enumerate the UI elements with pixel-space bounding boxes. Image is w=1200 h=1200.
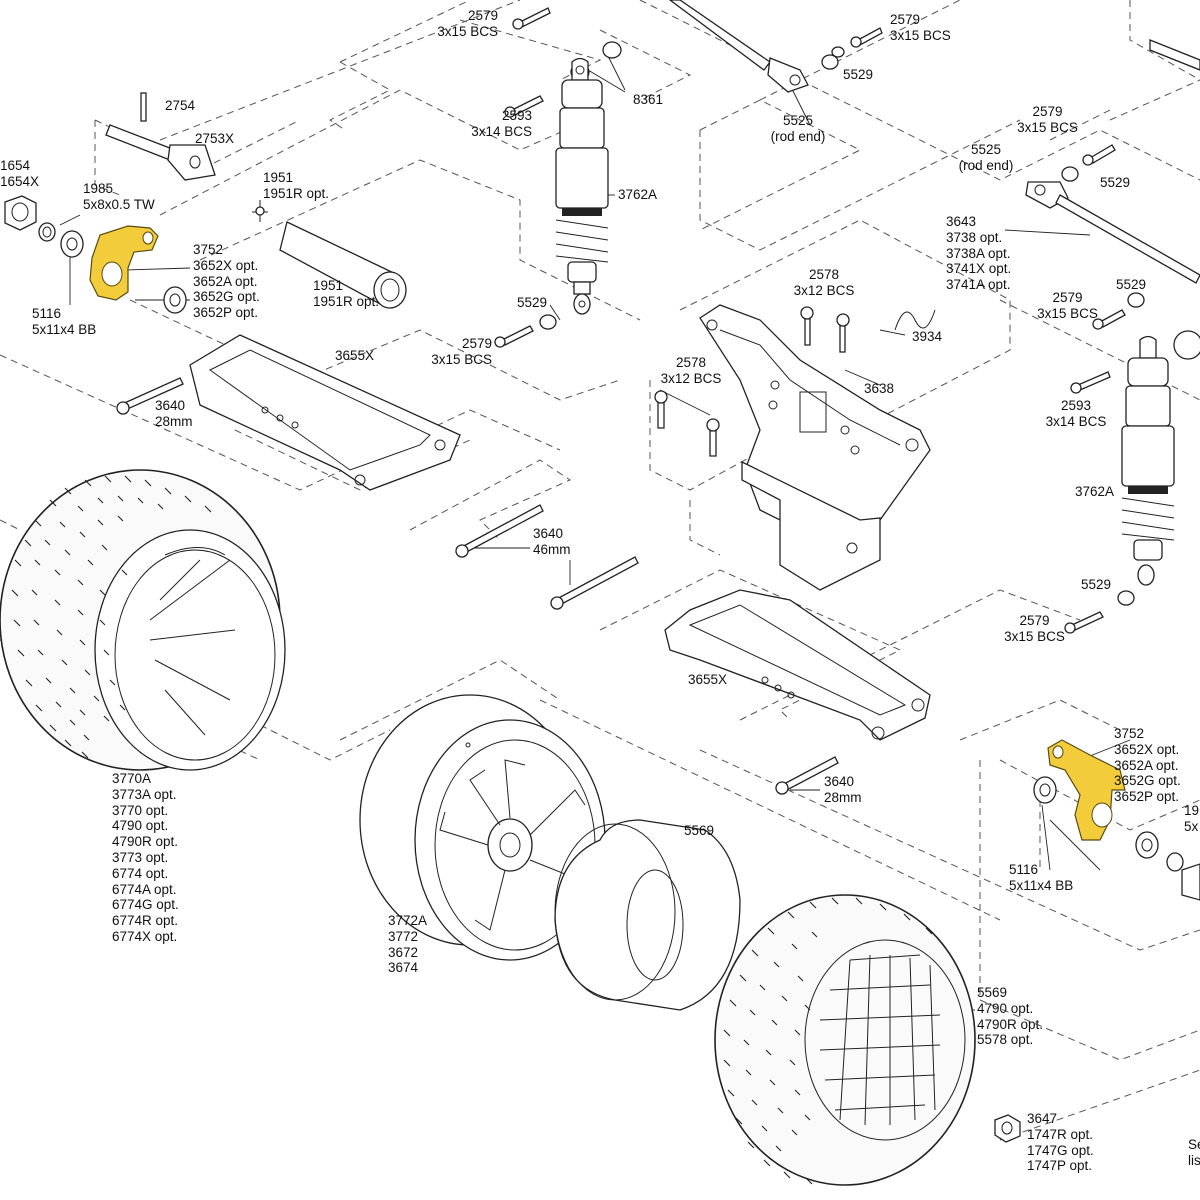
- label-3655x-a: 3655X: [335, 348, 375, 363]
- part-1654-nut: [4, 195, 37, 231]
- part-3640-hinge-pin-46mm-a: [455, 504, 544, 558]
- part-2579-screw-r1: [1082, 144, 1116, 166]
- label-3638: 3638: [864, 381, 895, 396]
- label-see-list-cut: Selis: [1188, 1137, 1200, 1168]
- label-5525-right: 5525(rod end): [958, 142, 1014, 173]
- part-3752-carrier-left-highlighted: [89, 225, 159, 301]
- part-2579-screw-mid-left: [494, 325, 534, 348]
- label-8361: 8361: [633, 92, 664, 107]
- label-5529-r2: 5529: [1116, 277, 1147, 292]
- part-3655x-suspension-arm-right: [664, 589, 931, 741]
- part-5116-bearing-right-inner: [1135, 831, 1159, 859]
- part-3640-hinge-pin-46mm-b: [550, 556, 639, 610]
- part-5529-bushing-r1: [1061, 166, 1079, 182]
- part-5116-bearing-left-outer: [60, 230, 84, 258]
- part-5569-foam-insert: [554, 819, 741, 1011]
- label-5529-mid: 5529: [517, 295, 548, 310]
- part-2579-screw-top-b: [850, 27, 883, 48]
- part-5529-bushing-mid: [539, 314, 557, 330]
- part-5529-bushing-r3: [1117, 590, 1135, 606]
- part-2578-screws: [654, 306, 850, 457]
- part-5525-rod-end-right: [1025, 181, 1200, 284]
- part-5529-bushing-r2: [1127, 292, 1145, 308]
- part-2579-screw-top-a: [512, 7, 551, 30]
- part-1951-pin-cross: [252, 200, 268, 222]
- part-2753x-axle: [105, 124, 216, 181]
- part-2593-screw-a: [504, 95, 544, 118]
- part-3770a-tire-left: [0, 469, 286, 771]
- part-5116-bearing-left-inner: [163, 286, 187, 314]
- part-5529-bushing-top: [821, 46, 845, 70]
- part-1985-washer-right: [1166, 852, 1184, 872]
- part-5116-bearing-right-outer: [1033, 776, 1057, 804]
- label-3655x-b: 3655X: [688, 672, 728, 687]
- part-5525-rod-end-top: [668, 0, 809, 93]
- part-3762a-shock-left: [555, 57, 609, 315]
- label-3934: 3934: [912, 329, 943, 344]
- part-2754-pin: [140, 92, 147, 122]
- part-3640-hinge-pin-28mm-right: [775, 756, 839, 795]
- part-3638-shock-tower: [699, 304, 931, 591]
- part-2579-screw-r3: [1064, 611, 1104, 634]
- label-5525-top: 5525(rod end): [770, 113, 826, 144]
- part-2579-screw-r2: [1092, 309, 1126, 330]
- part-2593-screw-b: [1070, 371, 1111, 394]
- label-2753x: 2753X: [195, 131, 235, 146]
- part-3647-wheel-nut: [994, 1114, 1021, 1143]
- label-5529-r3: 5529: [1081, 577, 1112, 592]
- part-1985-washer-left: [38, 222, 56, 242]
- label-2754: 2754: [165, 98, 196, 113]
- part-3762a-shock-right: [1121, 335, 1175, 586]
- part-3752-carrier-right-highlighted: [1047, 739, 1126, 841]
- part-5569-tire-right: [714, 894, 976, 1186]
- part-3640-hinge-pin-28mm-left: [116, 377, 184, 415]
- part-camber-link-right-top: [1149, 39, 1200, 360]
- label-3762a-left: 3762A: [618, 187, 658, 202]
- part-3934-clip: [894, 309, 936, 331]
- part-nut-right-edge: [1181, 863, 1200, 901]
- part-3655x-suspension-arm-left: [189, 334, 461, 491]
- label-3762a-right: 3762A: [1075, 484, 1115, 499]
- label-5529-r1: 5529: [1100, 175, 1131, 190]
- label-5569-foam: 5569: [684, 823, 715, 838]
- label-5529-top: 5529: [843, 67, 874, 82]
- part-1951-driveshaft: [279, 221, 407, 309]
